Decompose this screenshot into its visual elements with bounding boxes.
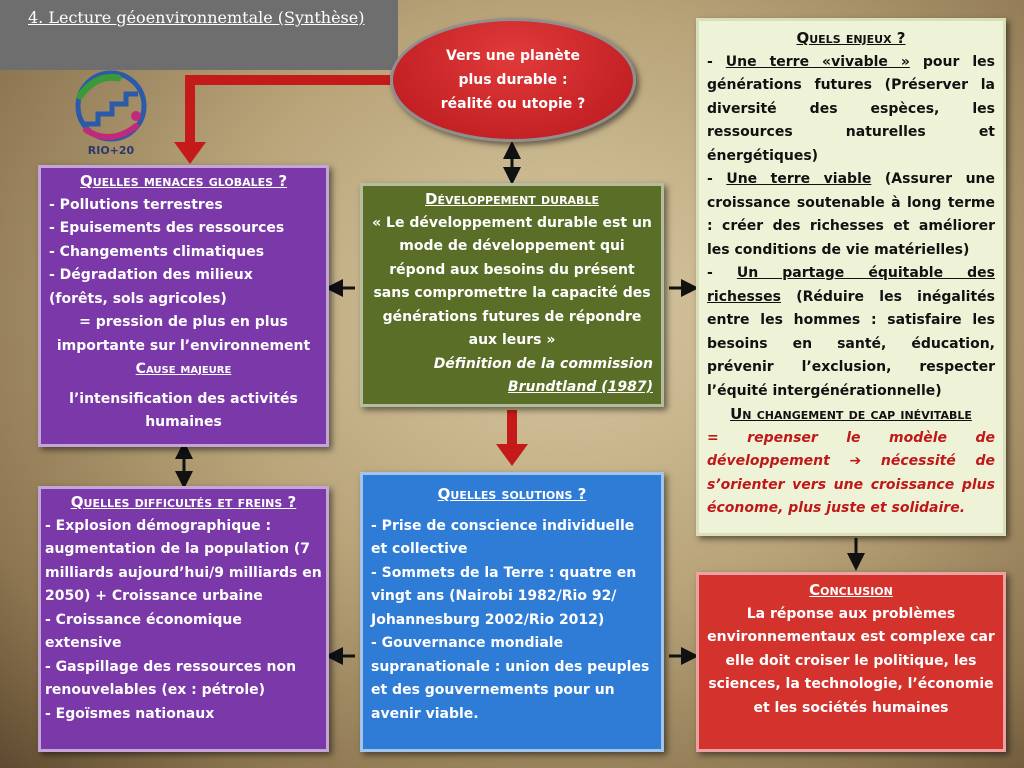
enjeux-item-2-key: Une terre viable [726, 171, 872, 187]
menaces-item: - Dégradation des milieux [49, 267, 253, 283]
conclusion-title: Conclusion [809, 581, 893, 599]
solutions-item: - Sommets de la Terre : quatre en vingt … [371, 564, 637, 628]
enjeux-title: Quels enjeux ? [796, 29, 906, 47]
enjeux-item-1: - Une terre «vivable » pour les générati… [707, 53, 995, 164]
slide-title: 4. Lecture géoenvironnemtale (Synthèse) [28, 8, 365, 27]
red-arrow-to-menaces [174, 75, 390, 164]
red-arrow-to-solutions [496, 410, 528, 466]
difficultes-title: Quelles difficultés et freins ? [70, 493, 297, 511]
difficultes-item: - Gaspillage des ressources non renouvel… [45, 658, 297, 699]
rio20-logo-label: RIO+20 [87, 144, 135, 157]
solutions-title: Quelles solutions ? [437, 485, 587, 503]
rio20-logo-icon [75, 70, 147, 142]
difficultes-item: - Explosion démographique : augmentation… [45, 517, 322, 605]
conclusion-text: La réponse aux problèmes environnementau… [707, 605, 995, 716]
change-text: = repenser le modèle de développement ➔ … [707, 429, 995, 517]
enjeux-item-3: - Un partage équitable des richesses (Ré… [707, 265, 995, 399]
difficultes-box: Quelles difficultés et freins ? - Explos… [38, 486, 329, 752]
menaces-item: - Changements climatiques [49, 243, 265, 260]
menaces-item: - Epuisements des ressources [49, 220, 285, 236]
central-question-text: Vers une planète plus durable : réalité … [440, 48, 586, 112]
rio20-logo: RIO+20 [66, 66, 156, 160]
menaces-item: - Pollutions terrestres [49, 196, 223, 213]
development-source-2: Brundtland (1987) [507, 379, 653, 395]
enjeux-item-3-key: Un partage équitable des richesses [707, 265, 995, 305]
enjeux-box: Quels enjeux ? - Une terre «vivable » po… [696, 18, 1006, 536]
cause-text: l’intensification des activités humaines [69, 390, 298, 431]
difficultes-item: - Egoïsmes nationaux [45, 705, 215, 722]
menaces-title: Quelles menaces globales ? [79, 172, 288, 190]
development-title: Développement durable [425, 190, 599, 208]
cause-title: Cause majeure [135, 361, 232, 377]
difficultes-item: - Croissance économique extensive [45, 611, 242, 652]
solutions-item: - Prise de conscience individuelle et co… [371, 517, 635, 558]
right-arrow-icon: ➔ [849, 453, 862, 469]
conclusion-box: Conclusion La réponse aux problèmes envi… [696, 572, 1006, 752]
menaces-item: (forêts, sols agricoles) [49, 290, 227, 307]
solutions-box: Quelles solutions ? - Prise de conscienc… [360, 472, 664, 752]
menaces-box: Quelles menaces globales ? - Pollutions … [38, 165, 329, 447]
development-source-1: Définition de la commission [433, 355, 653, 372]
development-box: Développement durable « Le développement… [360, 183, 664, 407]
menaces-conclusion: = pression de plus en plus importante su… [56, 314, 311, 354]
slide-title-bar: 4. Lecture géoenvironnemtale (Synthèse) [0, 0, 398, 70]
change-title: Un changement de cap inévitable [730, 405, 972, 423]
solutions-item: - Gouvernance mondiale supranationale : … [371, 635, 650, 722]
development-quote: « Le développement durable est un mode d… [372, 214, 652, 349]
enjeux-item-2: - Une terre viable (Assurer une croissan… [707, 171, 995, 258]
central-question: Vers une planète plus durable : réalité … [390, 18, 636, 142]
enjeux-item-1-key: Une terre «vivable » [725, 53, 910, 70]
